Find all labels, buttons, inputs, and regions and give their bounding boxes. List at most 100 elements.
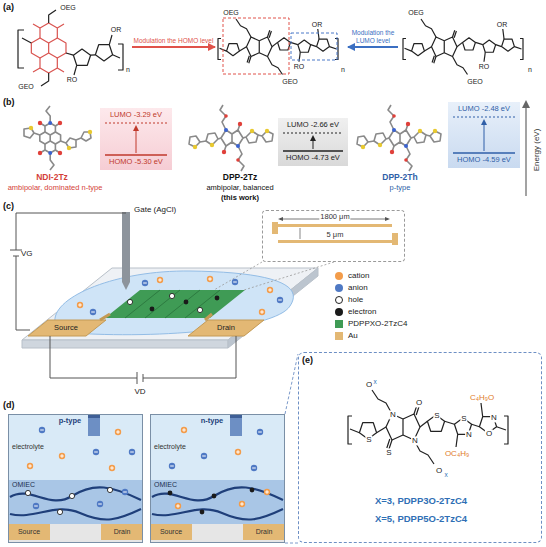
edge-label: Modulation the HOMO level (132, 37, 215, 44)
voltage-label: VD (134, 387, 145, 396)
pdpp-structure (348, 390, 508, 464)
inset-box: 1800 μm 5 μm (262, 210, 405, 262)
node-text: p-type (59, 417, 82, 426)
node-text: 1800 μm (319, 213, 350, 222)
node-text: Drain (114, 528, 131, 536)
node-text: S (433, 411, 440, 420)
node-text: S (365, 435, 372, 444)
node-text: S (385, 448, 392, 457)
gap-arrow-head (133, 125, 139, 131)
node-text: GEO (17, 83, 35, 91)
lumo-line (453, 117, 515, 118)
node-text: n-type (201, 417, 224, 426)
legend-label: Au (348, 331, 358, 340)
property-note: p-type (390, 184, 411, 193)
panel-label: (b) (3, 97, 15, 107)
node-text: Source (18, 528, 40, 536)
node-text: OMIEC (12, 481, 35, 489)
dpp-2tz-polymer (218, 18, 338, 75)
homo-line (283, 150, 343, 151)
legend-swatch (335, 296, 343, 304)
node-text: OEG (59, 4, 77, 12)
structure-box: OxOC₄H₉ONSSNSNONSOC₄H₉OxX=3, PDPP3O-2TzC… (298, 352, 542, 543)
legend-label: anion (348, 283, 368, 292)
legend-swatch (335, 284, 343, 292)
legend-label: cation (348, 271, 369, 280)
node-text: RO (293, 63, 306, 71)
node-text: GEO (466, 78, 484, 86)
edge-label: Modulation the LUMO level (348, 29, 398, 44)
device-panel: p-type electrolyteOMIEC Source Drain (8, 414, 143, 543)
node-text: RO (478, 63, 491, 71)
node-text: n (340, 66, 346, 74)
node-text: OC₄H₉ (444, 449, 470, 458)
node-text: S (460, 414, 467, 423)
node-text: Source (160, 528, 182, 536)
node-text: N (490, 413, 498, 422)
node-text: electrolyte (154, 443, 186, 451)
ndi-polymer (18, 10, 123, 86)
electrode-label: Source (54, 324, 78, 333)
node-text: 5 μm (326, 231, 345, 240)
node-text: GEO (281, 78, 299, 86)
node-text: Drain (256, 528, 273, 536)
molecule-name: NDI-2Tz (36, 173, 68, 183)
lumo-line (105, 123, 167, 124)
polymer-structure: OEGGEOORROn (12, 2, 132, 92)
energy-level-text: LUMO -2.48 eV (458, 105, 510, 114)
molecule-models (24, 105, 441, 171)
voltage-label: VG (21, 249, 33, 258)
homo-line (453, 152, 515, 153)
dpp-2th-polymer (403, 19, 523, 75)
legend-label: PDPPXO-2TzC4 (348, 319, 408, 328)
node-text: O (415, 398, 423, 407)
node-text: O (485, 429, 493, 438)
oect-device (10, 212, 334, 384)
node-text: C₄H₉O (469, 393, 495, 402)
legend-swatch (335, 332, 343, 340)
energy-level-box: LUMO -2.48 eV HOMO -4.59 eV (448, 102, 520, 168)
gap-arrow-head (310, 135, 316, 141)
node-text: OMIEC (154, 481, 177, 489)
lumo-line (283, 133, 343, 134)
legend-swatch (335, 308, 343, 316)
property-note: ambipolar, balanced (206, 184, 273, 193)
legend-label: electron (348, 307, 376, 316)
node-text: electrolyte (12, 443, 44, 451)
energy-level-box: LUMO -3.29 eV HOMO -5.30 eV (100, 108, 172, 170)
homo-line (105, 154, 167, 155)
node-text: x (443, 471, 448, 478)
polymer-structure: OEGGEOORROn (215, 2, 348, 92)
node-text: x (372, 378, 377, 385)
panel-label: (a) (3, 2, 14, 12)
energy-level-text: HOMO -4.59 eV (457, 156, 511, 165)
panel-label: (d) (3, 400, 15, 410)
node-text: OR (496, 21, 509, 29)
node-text: O (435, 466, 443, 475)
node-text: N (389, 410, 397, 419)
energy-level-text: HOMO -5.30 eV (109, 158, 163, 167)
electrode-label: Drain (217, 324, 235, 333)
panel-label: (e) (302, 355, 313, 365)
node-text: X=3, PDPP3O-2TzC4 (375, 496, 467, 507)
energy-level-text: LUMO -3.29 eV (110, 111, 162, 120)
node-text: X=5, PDPP5O-2TzC4 (375, 514, 467, 525)
legend-swatch (335, 320, 343, 328)
property-note: (this work) (221, 194, 259, 203)
legend-label: hole (348, 295, 363, 304)
node-text: OEG (407, 9, 425, 17)
electrode-label: Gate (AgCl) (134, 205, 176, 214)
node-text: RO (66, 76, 79, 84)
panel-label: (c) (3, 201, 14, 211)
energy-level-box: LUMO -2.66 eV HOMO -4.73 eV (278, 118, 348, 166)
arrow-connector (348, 46, 398, 48)
gap-arrow (484, 123, 485, 151)
energy-level-text: HOMO -4.73 eV (286, 154, 340, 163)
node-text: OR (311, 21, 324, 29)
energy-axis (522, 100, 530, 196)
energy-level-text: LUMO -2.66 eV (287, 121, 339, 130)
node-text: N (465, 430, 473, 439)
gap-arrow (136, 129, 137, 153)
